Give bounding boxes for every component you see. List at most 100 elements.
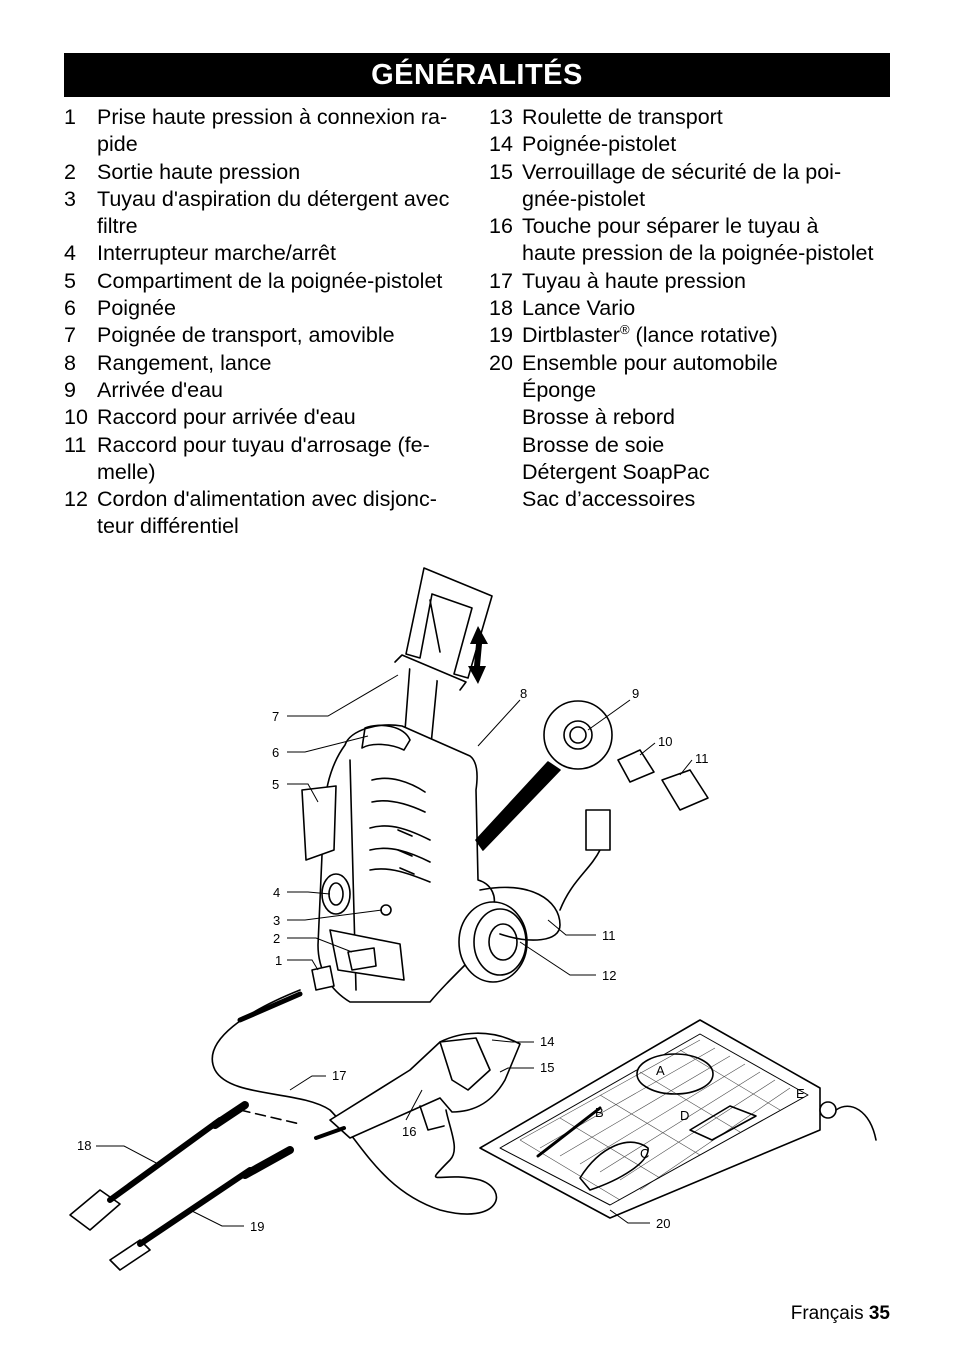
item-subtext: Sac d’accessoires [522, 487, 696, 512]
item-text: Touche pour séparer le tuyau à [522, 214, 819, 239]
item-text: Compartiment de la poignée-pistolet [97, 268, 443, 293]
parts-list-right: 13 Roulette de transport 14 Poignée-pist… [489, 104, 899, 513]
list-item: 19 Dirtblaster® (lance rotative) [489, 322, 899, 349]
dirtblaster-lance-drawing [109, 1146, 294, 1271]
item-number: 16 [489, 214, 513, 239]
item-subtext: Brosse de soie [522, 432, 665, 457]
item-number: 10 [64, 405, 88, 430]
water-inlet-detail [475, 700, 613, 851]
item-text: (lance rotative) [635, 323, 778, 348]
item-text: Verrouillage de sécurité de la poi- [522, 159, 842, 184]
hose-fitting-drawing [237, 991, 303, 1023]
item-text: Poignée [97, 296, 176, 321]
registered-mark: ® [619, 322, 630, 338]
inlet-connectors-drawing [617, 749, 709, 811]
item-text: haute pression de la poignée-pistolet [522, 241, 874, 266]
list-item: 7 Poignée de transport, amovible [64, 322, 474, 349]
callout-11-cord: 11 [602, 928, 616, 943]
item-text: Ensemble pour automobile [522, 350, 778, 375]
item-text: Raccord pour arrivée d'eau [97, 405, 356, 430]
item-text: Tuyau à haute pression [522, 268, 746, 293]
item-number: 6 [64, 296, 76, 321]
item-text: Arrivée d'eau [97, 377, 224, 402]
accessory-kit-drawing [479, 1019, 877, 1219]
callout-6: 6 [272, 745, 279, 760]
item-text: gnée-pistolet [522, 186, 646, 211]
list-item: 18 Lance Vario [489, 295, 899, 322]
quick-connect-drawing [311, 947, 377, 991]
high-pressure-hose-drawing [211, 989, 498, 1215]
key-b: B [595, 1105, 604, 1120]
item-subtext: Brosse à rebord [522, 405, 675, 430]
item-text: teur différentiel [97, 514, 239, 539]
vario-lance-drawing [69, 1101, 249, 1231]
key-a: A [656, 1063, 665, 1078]
list-item: 10 Raccord pour arrivée d'eau [64, 404, 474, 431]
list-item: 6 Poignée [64, 295, 474, 322]
item-number: 20 [489, 350, 513, 375]
item-number: 12 [64, 487, 88, 512]
item-number: 3 [64, 186, 76, 211]
item-text: Rangement, lance [97, 350, 272, 375]
list-item: 2 Sortie haute pression [64, 159, 474, 186]
pressure-washer-illustration: 7 6 5 4 3 2 1 8 9 10 11 11 12 14 15 16 1… [69, 567, 877, 1271]
item-text: Tuyau d'aspiration du détergent avec [97, 186, 450, 211]
item-number: 1 [64, 105, 76, 129]
key-c: C [640, 1146, 649, 1161]
plug-drawing [585, 809, 611, 851]
item-number: 17 [489, 268, 513, 293]
item-text: Interrupteur marche/arrêt [97, 241, 336, 266]
item-number: 2 [64, 159, 76, 184]
key-e: E [796, 1086, 805, 1101]
item-number: 13 [489, 105, 513, 129]
callout-10: 10 [658, 734, 672, 749]
footer-language: Français [790, 1303, 864, 1324]
callout-5: 5 [272, 777, 279, 792]
callout-7: 7 [272, 709, 279, 724]
callout-15: 15 [540, 1060, 554, 1075]
callout-8: 8 [520, 686, 527, 701]
callout-19: 19 [250, 1219, 264, 1234]
list-item: 13 Roulette de transport [489, 104, 899, 131]
callout-12: 12 [602, 968, 616, 983]
item-number: 5 [64, 268, 76, 293]
section-title: GÉNÉRALITÉS [64, 53, 890, 97]
machine-body-drawing [301, 724, 496, 1003]
list-item: 1 Prise haute pression à connexion ra-pi… [64, 104, 474, 159]
item-text: Roulette de transport [522, 105, 723, 129]
item-text: Raccord pour tuyau d'arrosage (fe- [97, 432, 430, 457]
list-item: 5 Compartiment de la poignée-pistolet [64, 268, 474, 295]
transport-wheel-drawing [458, 901, 528, 983]
list-item: 15 Verrouillage de sécurité de la poi-gn… [489, 159, 899, 214]
callout-4: 4 [273, 885, 280, 900]
list-item: 9 Arrivée d'eau [64, 377, 474, 404]
list-item: 20 Ensemble pour automobile Éponge Bross… [489, 350, 899, 514]
callout-17: 17 [332, 1068, 346, 1083]
callout-18: 18 [77, 1138, 91, 1153]
callout-1: 1 [275, 953, 282, 968]
item-number: 18 [489, 296, 513, 321]
item-number: 14 [489, 132, 513, 157]
page-footer: Français 35 [791, 1303, 890, 1325]
key-d: D [680, 1108, 689, 1123]
item-text: Cordon d'alimentation avec disjonc- [97, 487, 437, 512]
item-text: Poignée-pistolet [522, 132, 677, 157]
item-number: 7 [64, 323, 76, 348]
callout-2: 2 [273, 931, 280, 946]
item-text: pide [97, 132, 138, 157]
item-number: 11 [64, 432, 87, 457]
callout-leaders [96, 674, 693, 1227]
list-item: 4 Interrupteur marche/arrêt [64, 240, 474, 267]
callout-16: 16 [402, 1124, 416, 1139]
list-item: 11 Raccord pour tuyau d'arrosage (fe-mel… [64, 432, 474, 487]
callout-14: 14 [540, 1034, 554, 1049]
item-number: 8 [64, 350, 76, 375]
item-number: 9 [64, 377, 76, 402]
item-text: Prise haute pression à connexion ra- [97, 105, 448, 129]
item-text: Dirtblaster [522, 323, 620, 348]
exploded-view-figure: 7 6 5 4 3 2 1 8 9 10 11 11 12 14 15 16 1… [0, 550, 954, 1280]
item-text: melle) [97, 459, 156, 484]
item-text: Sortie haute pression [97, 159, 301, 184]
